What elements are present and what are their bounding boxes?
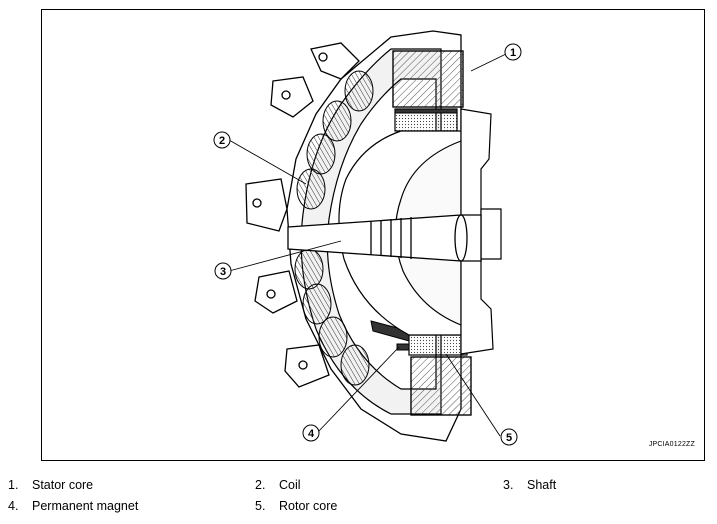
legend-item-permanent-magnet: 4. Permanent magnet [8,499,138,513]
legend-label: Coil [279,478,301,492]
stator-core-lower [410,356,472,416]
legend-item-rotor-core: 5. Rotor core [255,499,337,513]
leader-lines [228,53,507,437]
callout-3: 3 [214,262,232,280]
legend-label: Stator core [32,478,94,492]
legend-number: 2. [255,478,266,492]
coil-windings [294,70,374,386]
legend-number: 4. [8,499,19,513]
diagram-frame [41,9,705,461]
rotor-core [394,108,468,356]
callout-1: 1 [504,43,522,61]
svg-text:4: 4 [308,428,315,440]
figure-code: JPCIA0122ZZ [648,441,695,448]
svg-text:1: 1 [510,47,516,59]
svg-text:3: 3 [220,266,226,278]
legend-label: Rotor core [279,499,338,513]
legend-label: Shaft [527,478,557,492]
svg-text:5: 5 [506,432,512,444]
legend-number: 1. [8,478,19,492]
legend-item-stator-core: 1. Stator core [8,478,93,492]
legend-item-coil: 2. Coil [255,478,301,492]
legend-item-shaft: 3. Shaft [503,478,556,492]
legend-label: Permanent magnet [32,499,139,513]
legend-number: 5. [255,499,266,513]
callout-2: 2 [213,131,231,149]
callout-4: 4 [302,424,320,442]
svg-text:2: 2 [219,135,225,147]
callout-5: 5 [500,428,518,446]
stator-core [392,50,464,108]
motor-cutaway-diagram: 1 2 3 4 5 [213,30,522,446]
shaft [287,214,482,262]
legend-number: 3. [503,478,514,492]
